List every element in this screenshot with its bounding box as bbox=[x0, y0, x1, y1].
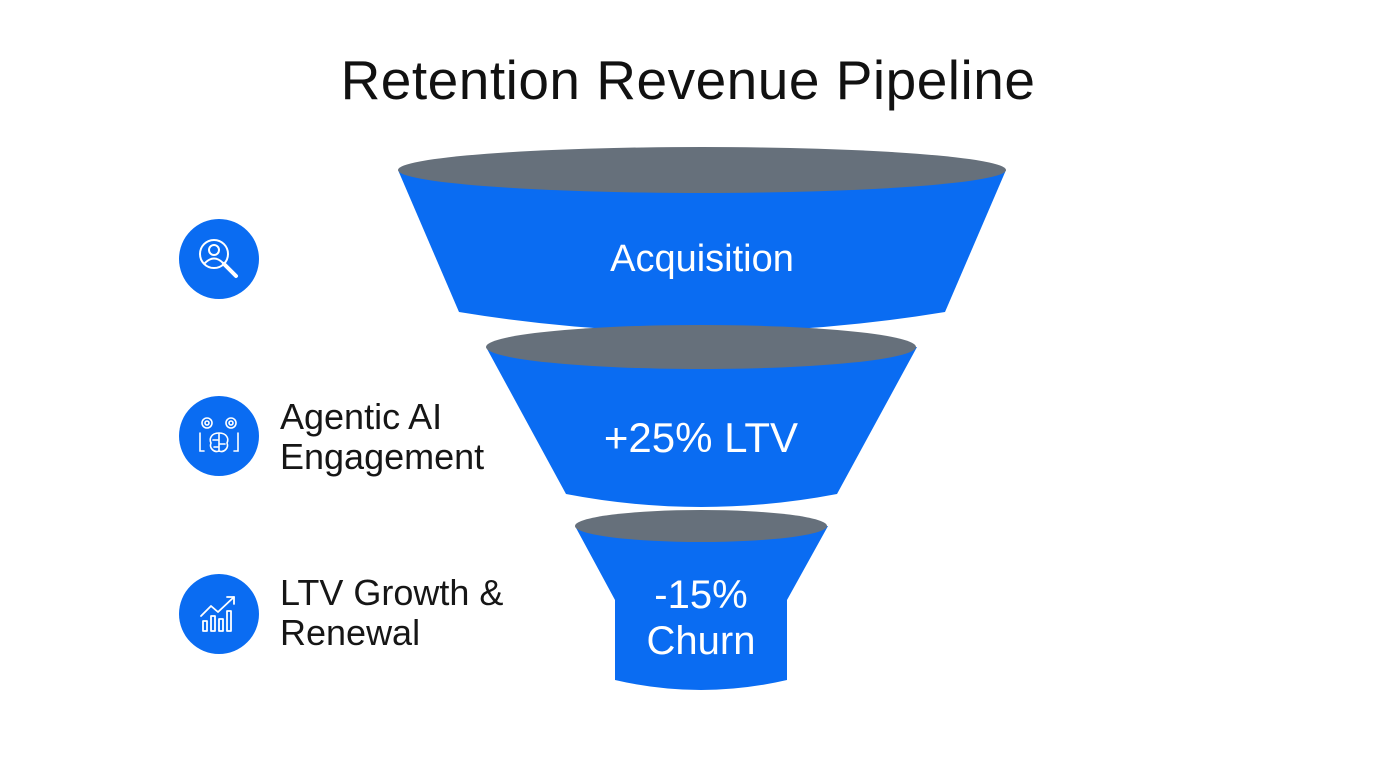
funnel-stage-acquisition: Acquisition bbox=[398, 147, 1006, 332]
funnel-stage-3-top bbox=[575, 510, 827, 542]
funnel-stage-ltv: +25% LTV bbox=[486, 325, 917, 507]
side-label-agentic-ai: Agentic AI Engagement bbox=[280, 397, 484, 477]
side-label-line: LTV Growth & bbox=[280, 572, 504, 613]
funnel-stage-1-label: Acquisition bbox=[610, 238, 794, 280]
user-search-icon bbox=[179, 219, 259, 299]
funnel-stage-2-label: +25% LTV bbox=[604, 414, 798, 461]
side-label-line: Agentic AI bbox=[280, 396, 443, 437]
funnel-stage-3-body bbox=[575, 526, 828, 690]
side-label-ltv-growth: LTV Growth & Renewal bbox=[280, 573, 503, 653]
diagram-title: Retention Revenue Pipeline bbox=[340, 49, 1036, 111]
funnel-stage-3-label-line-1: -15% bbox=[654, 573, 747, 617]
funnel-stage-1-body bbox=[398, 170, 1006, 332]
funnel-stage-churn: -15% Churn bbox=[575, 510, 828, 690]
funnel-stage-2-top bbox=[486, 325, 916, 369]
funnel-stage-1-top bbox=[398, 147, 1006, 193]
side-label-line: Engagement bbox=[280, 436, 485, 477]
ai-brain-gears-icon bbox=[179, 396, 259, 476]
funnel-stage-2-body bbox=[486, 347, 917, 507]
growth-chart-icon bbox=[179, 574, 259, 654]
funnel-stage-3-label-line-2: Churn bbox=[647, 619, 756, 663]
side-label-line: Renewal bbox=[280, 612, 421, 653]
